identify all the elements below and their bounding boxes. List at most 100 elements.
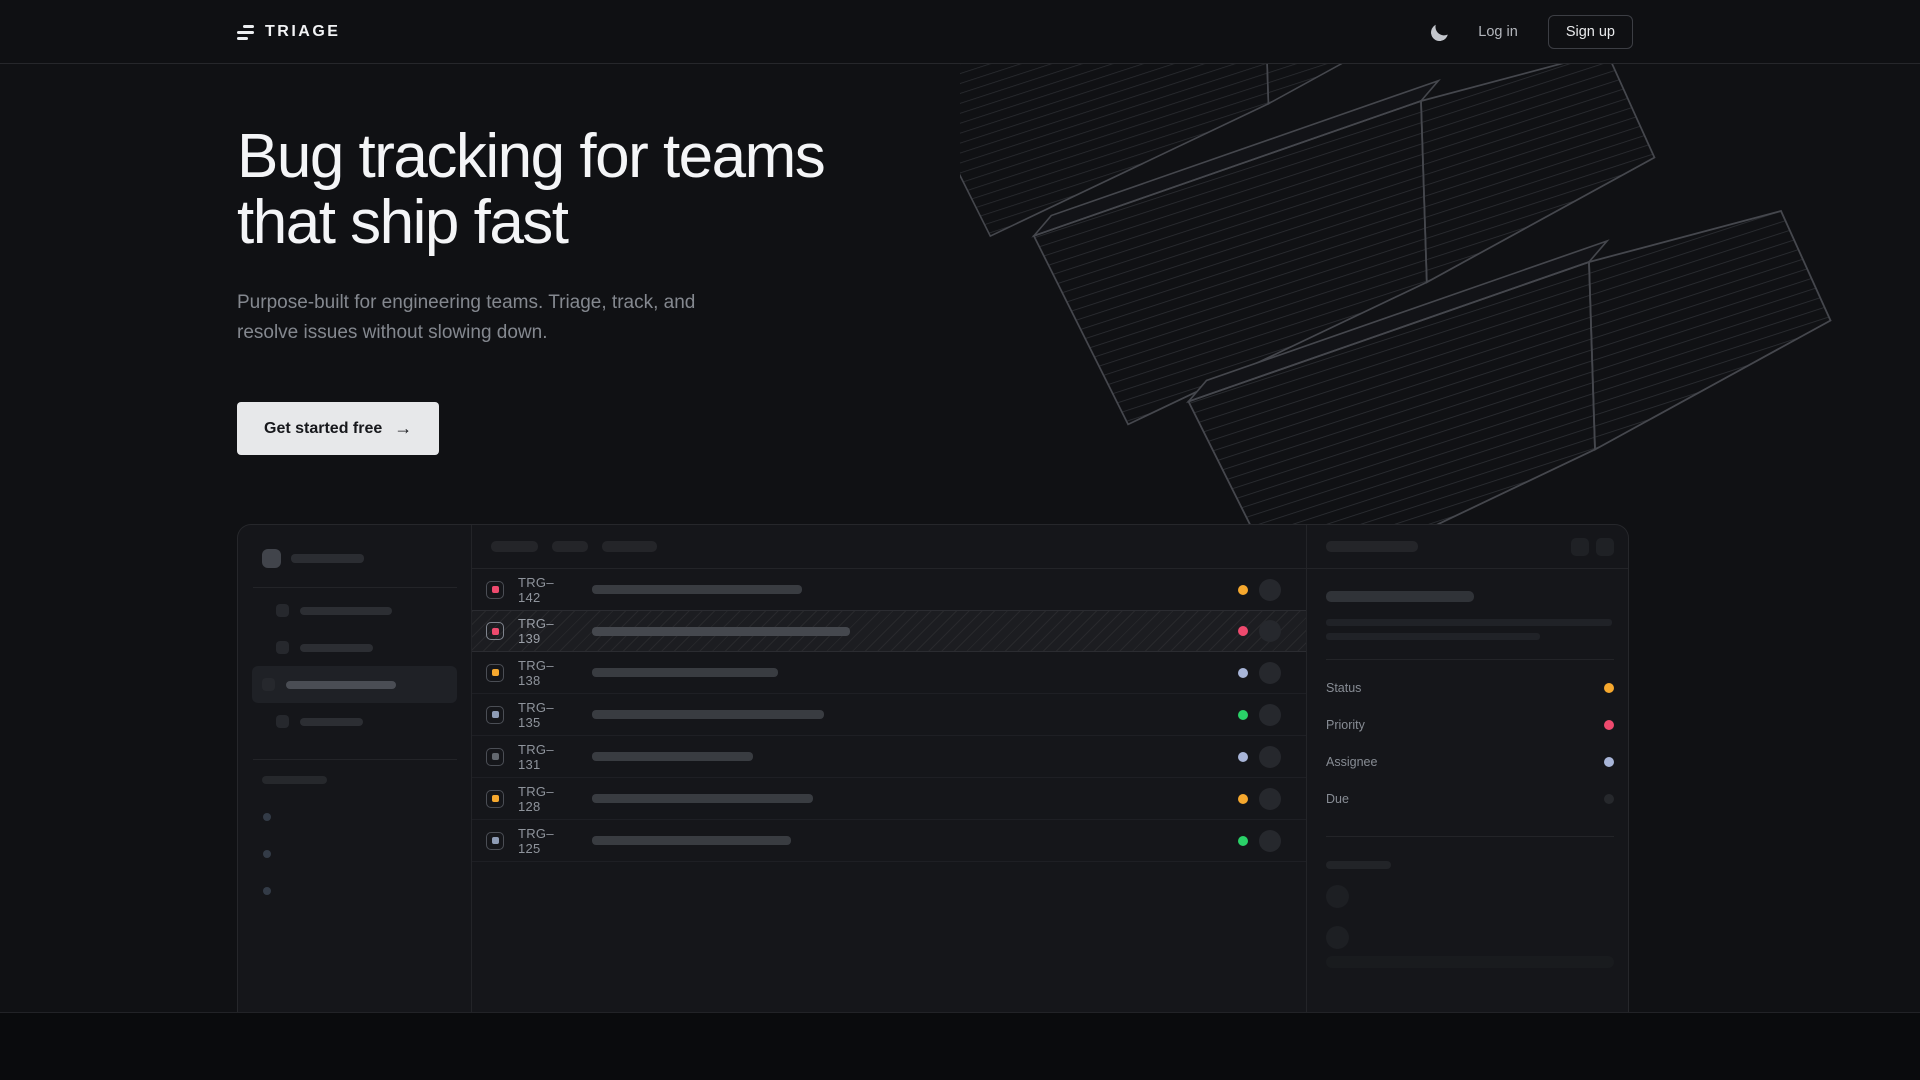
issue-row: TRG–128 (472, 778, 1306, 820)
issue-title-skeleton (592, 836, 791, 845)
comment-avatar (1326, 885, 1349, 908)
issue-checkbox-icon (486, 747, 504, 766)
triage-logo-icon (237, 24, 254, 40)
hero-subtitle: Purpose-built for engineering teams. Tri… (237, 292, 696, 343)
get-started-label: Get started free (264, 419, 383, 437)
sidebar-divider (253, 587, 457, 588)
mockup-sidebar (238, 525, 471, 1013)
hero-section: Bug tracking for teams that ship fast Pu… (237, 122, 826, 455)
issue-type-dot (491, 669, 499, 676)
field-label: Due (1326, 791, 1349, 806)
status-dot (1238, 667, 1248, 678)
issue-type-dot (491, 586, 499, 593)
filter-pill-skeleton (552, 541, 588, 552)
issue-type-dot (491, 711, 499, 718)
comment-input-skeleton (1326, 956, 1614, 968)
issue-id: TRG–125 (518, 825, 554, 856)
issue-type-dot (491, 627, 499, 635)
nav-item-active (252, 666, 457, 703)
mockup-issue-list: TRG–142 TRG–139 TRG–138 TRG–135 (471, 525, 1307, 1013)
nav-item (252, 592, 457, 629)
issue-checkbox-icon (486, 705, 504, 724)
status-dot (1238, 584, 1248, 595)
status-dot (1238, 626, 1248, 636)
assignee-avatar (1259, 703, 1281, 726)
issue-id: TRG–131 (518, 741, 554, 772)
dark-mode-moon-icon[interactable] (1429, 21, 1450, 42)
issue-row: TRG–139 (472, 610, 1306, 652)
field-value-dot (1604, 682, 1614, 693)
issue-id: TRG–139 (518, 616, 554, 646)
panel-divider (1326, 659, 1614, 660)
assignee-avatar (1259, 787, 1281, 810)
nav-label-skeleton (300, 717, 363, 726)
issue-type-dot (491, 837, 499, 844)
issue-type-dot (491, 753, 499, 760)
hero-title-line2: that ship fast (237, 188, 569, 257)
issue-id: TRG–135 (518, 699, 554, 730)
bullet-dot (263, 850, 271, 858)
top-navigation-bar: TRIAGE Log in Sign up (0, 0, 1920, 64)
status-dot (1238, 751, 1248, 762)
panel-header (1307, 525, 1628, 569)
issue-title-skeleton (592, 794, 813, 803)
hero-title-line1: Bug tracking for teams (237, 122, 826, 191)
section-header-skeleton (262, 776, 327, 784)
activity-header-skeleton (1326, 861, 1391, 869)
nav-item (252, 703, 457, 740)
wireframe-planes-art (960, 0, 1832, 560)
field-value-dot (1604, 793, 1614, 804)
detail-field-row: Priority (1326, 706, 1614, 743)
sidebar-nav (238, 592, 471, 740)
issue-title-skeleton (1326, 591, 1474, 602)
bullet-dot (263, 813, 271, 821)
assignee-avatar (1259, 661, 1281, 684)
comment-avatar (1326, 926, 1349, 949)
login-link[interactable]: Log in (1478, 24, 1518, 40)
detail-field-row: Due (1326, 780, 1614, 817)
bullet-dot (263, 887, 271, 895)
issue-row: TRG–125 (472, 820, 1306, 862)
field-label: Assignee (1326, 754, 1378, 769)
brand-name: TRIAGE (265, 23, 341, 40)
hero-title: Bug tracking for teams that ship fast (237, 122, 826, 257)
issue-row: TRG–142 (472, 569, 1306, 611)
mockup-detail-panel: Status Priority Assignee Due (1307, 525, 1628, 1013)
signup-button[interactable]: Sign up (1547, 14, 1633, 50)
brand-logo[interactable]: TRIAGE (237, 23, 340, 41)
assignee-avatar (1259, 745, 1281, 768)
assignee-avatar (1259, 829, 1281, 852)
get-started-button[interactable]: Get started free → (237, 402, 440, 455)
issue-checkbox-icon (486, 831, 504, 850)
field-label: Priority (1326, 717, 1365, 732)
nav-label-skeleton (300, 643, 373, 652)
panel-action-icon (1596, 537, 1614, 556)
issue-title-skeleton (592, 585, 802, 594)
nav-item (252, 629, 457, 666)
issue-title-skeleton (592, 668, 778, 677)
nav-item-icon (276, 715, 289, 728)
status-dot (1238, 835, 1248, 846)
description-line-skeleton (1326, 619, 1612, 626)
workspace-name-skeleton (291, 554, 364, 563)
status-dot (1238, 793, 1248, 804)
issue-checkbox-icon (486, 622, 504, 640)
field-value-dot (1604, 756, 1614, 767)
issue-checkbox-icon (486, 789, 504, 808)
sidebar-divider (253, 759, 457, 760)
nav-label-skeleton (286, 680, 396, 689)
field-label: Status (1326, 680, 1362, 695)
issue-checkbox-icon (486, 663, 504, 682)
issue-title-skeleton (592, 752, 753, 761)
next-section-band (0, 1012, 1920, 1080)
filter-pill-skeleton (491, 541, 538, 552)
nav-item-icon (276, 604, 289, 617)
issue-title-skeleton (592, 626, 850, 636)
issue-type-dot (491, 795, 499, 802)
panel-divider (1326, 836, 1614, 837)
status-dot (1238, 709, 1248, 720)
panel-title-skeleton (1326, 541, 1418, 552)
issue-row: TRG–138 (472, 652, 1306, 694)
nav-label-skeleton (300, 606, 392, 615)
app-mockup-card: TRG–142 TRG–139 TRG–138 TRG–135 (237, 524, 1629, 1013)
